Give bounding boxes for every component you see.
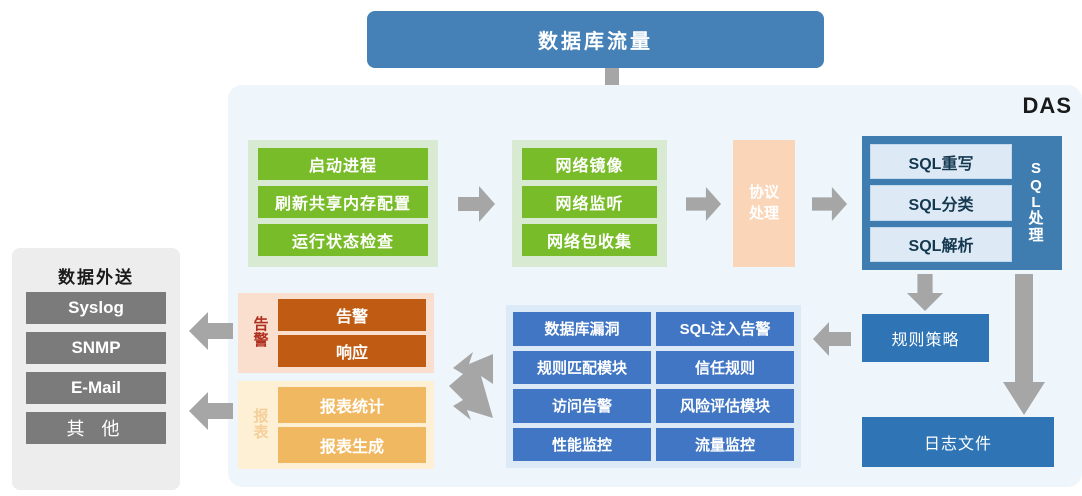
das-title: DAS bbox=[992, 92, 1072, 120]
alert-item-0[interactable]: 告警 bbox=[278, 299, 426, 331]
grid-cell-0[interactable]: 数据库漏洞 bbox=[513, 312, 651, 346]
detection-module-grid: 数据库漏洞 SQL注入告警 规则匹配模块 信任规则 访问告警 风险评估模块 性能… bbox=[506, 305, 801, 468]
startup-item-2[interactable]: 运行状态检查 bbox=[258, 224, 428, 256]
grid-cell-3[interactable]: 信任规则 bbox=[656, 350, 794, 384]
report-item-1[interactable]: 报表生成 bbox=[278, 427, 426, 463]
grid-cell-1[interactable]: SQL注入告警 bbox=[656, 312, 794, 346]
data-export-panel: 数据外送 Syslog SNMP E-Mail 其 他 bbox=[12, 248, 180, 490]
sql-vertical-char-3: 处 bbox=[1028, 210, 1044, 228]
rule-policy-box[interactable]: 规则策略 bbox=[862, 314, 989, 362]
startup-group: 启动进程 刷新共享内存配置 运行状态检查 bbox=[248, 140, 438, 267]
arrow-right-icon bbox=[458, 186, 495, 222]
export-item-snmp[interactable]: SNMP bbox=[26, 332, 166, 364]
network-group: 网络镜像 网络监听 网络包收集 bbox=[512, 140, 667, 267]
protocol-line-2: 处理 bbox=[748, 204, 779, 222]
network-item-2[interactable]: 网络包收集 bbox=[522, 224, 657, 256]
protocol-processing-box[interactable]: 协议 处理 bbox=[733, 140, 795, 267]
sql-item-2[interactable]: SQL解析 bbox=[870, 226, 1012, 262]
grid-cell-6[interactable]: 性能监控 bbox=[513, 427, 651, 461]
grid-cell-5[interactable]: 风险评估模块 bbox=[656, 389, 794, 423]
network-item-1[interactable]: 网络监听 bbox=[522, 186, 657, 218]
sql-item-0[interactable]: SQL重写 bbox=[870, 144, 1012, 180]
grid-cell-2[interactable]: 规则匹配模块 bbox=[513, 350, 651, 384]
log-file-text: 日志文件 bbox=[923, 436, 992, 453]
page-title-text: 数据库流量 bbox=[538, 31, 653, 53]
arrow-down-icon bbox=[906, 274, 944, 312]
alert-item-1[interactable]: 响应 bbox=[278, 335, 426, 367]
sql-vertical-char-2: L bbox=[1031, 193, 1041, 211]
sql-vertical-char-4: 理 bbox=[1028, 227, 1044, 245]
startup-item-0[interactable]: 启动进程 bbox=[258, 148, 428, 180]
sql-vertical-label: S Q L 处 理 bbox=[1018, 144, 1054, 262]
alert-item-list: 告警 响应 bbox=[278, 299, 426, 367]
arrow-right-icon bbox=[812, 186, 848, 222]
export-item-syslog[interactable]: Syslog bbox=[26, 292, 166, 324]
startup-item-1[interactable]: 刷新共享内存配置 bbox=[258, 186, 428, 218]
grid-cell-7[interactable]: 流量监控 bbox=[656, 427, 794, 461]
network-item-0[interactable]: 网络镜像 bbox=[522, 148, 657, 180]
report-item-0[interactable]: 报表统计 bbox=[278, 387, 426, 423]
log-file-box[interactable]: 日志文件 bbox=[862, 417, 1054, 467]
grid-cell-4[interactable]: 访问告警 bbox=[513, 389, 651, 423]
arrow-left-icon bbox=[189, 312, 233, 350]
sql-item-1[interactable]: SQL分类 bbox=[870, 185, 1012, 221]
report-label-char-0: 报 bbox=[253, 407, 269, 425]
sql-vertical-char-0: S bbox=[1030, 160, 1041, 177]
sql-processing-block: SQL重写 SQL分类 SQL解析 S Q L 处 理 bbox=[862, 136, 1062, 270]
arrow-left-icon bbox=[189, 392, 233, 430]
sql-vertical-char-1: Q bbox=[1030, 176, 1042, 194]
alert-report-panel: 告 警 告警 响应 报 表 报表统计 报表生成 bbox=[238, 293, 434, 469]
rule-policy-text: 规则策略 bbox=[891, 332, 960, 349]
export-item-other[interactable]: 其 他 bbox=[26, 412, 166, 444]
alert-label-char-0: 告 bbox=[253, 315, 269, 333]
das-title-text: DAS bbox=[1022, 93, 1072, 118]
arrow-down-long-icon bbox=[1003, 274, 1045, 415]
report-label-char-1: 表 bbox=[253, 424, 269, 441]
arrow-left-double-icon bbox=[449, 352, 493, 420]
protocol-line-1: 协议 bbox=[748, 184, 779, 202]
report-section: 报 表 报表统计 报表生成 bbox=[238, 381, 434, 469]
alert-section: 告 警 告警 响应 bbox=[238, 293, 434, 373]
sql-item-list: SQL重写 SQL分类 SQL解析 bbox=[870, 144, 1012, 262]
report-section-label: 报 表 bbox=[244, 407, 278, 442]
arrow-left-icon bbox=[813, 322, 851, 356]
page-title-banner: 数据库流量 bbox=[367, 11, 824, 68]
alert-label-char-1: 警 bbox=[253, 332, 269, 349]
report-item-list: 报表统计 报表生成 bbox=[278, 387, 426, 463]
export-item-email[interactable]: E-Mail bbox=[26, 372, 166, 404]
export-panel-title: 数据外送 bbox=[58, 267, 134, 287]
arrow-right-icon bbox=[686, 186, 722, 222]
alert-section-label: 告 警 bbox=[244, 315, 278, 350]
